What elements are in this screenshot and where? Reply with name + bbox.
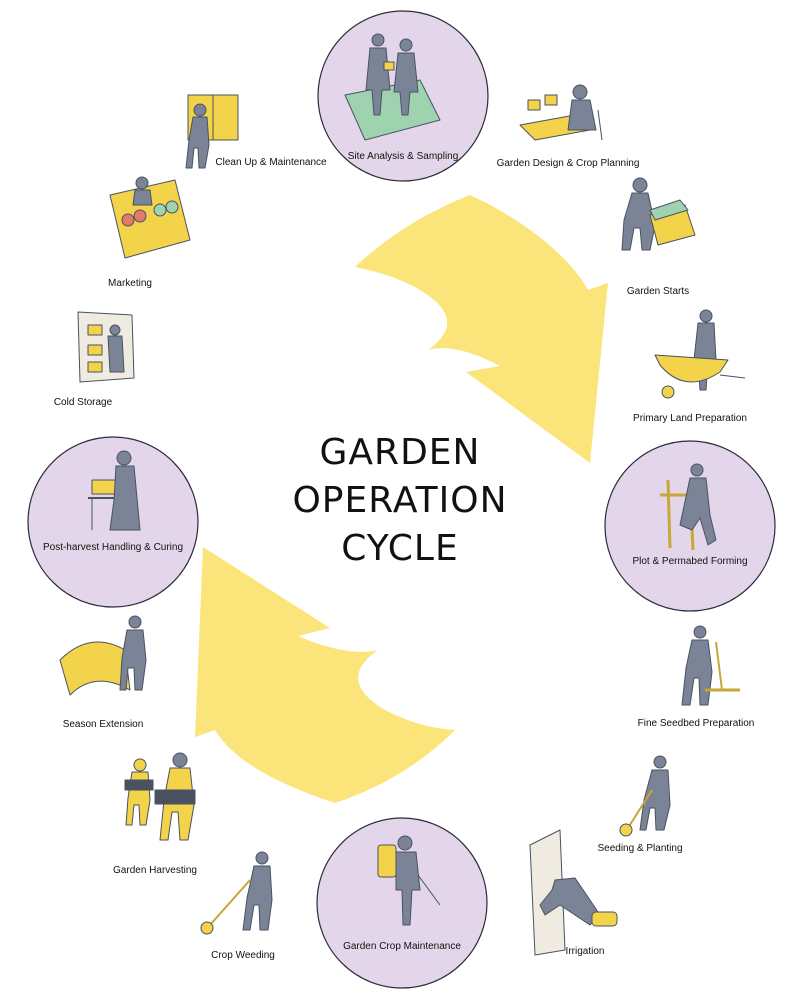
stage-label-garden-starts: Garden Starts <box>626 286 690 297</box>
stage-label-plot-permabed: Plot & Permabed Forming <box>632 556 748 567</box>
wheel-hoe-icon <box>200 851 273 935</box>
stage-label-season-extension: Season Extension <box>62 719 144 730</box>
seed-tray-icon <box>621 177 696 251</box>
broadfork-icon <box>660 463 717 551</box>
title-line-2: OPERATION <box>292 480 508 521</box>
harvest-crates-icon <box>124 752 196 841</box>
title-line-1: GARDEN <box>319 432 481 473</box>
backpack-sprayer-icon <box>377 835 441 926</box>
drip-line-icon <box>529 829 618 956</box>
shed-tools-icon <box>185 94 239 169</box>
stage-label-garden-design: Garden Design & Crop Planning <box>496 158 640 169</box>
stage-label-marketing: Marketing <box>108 278 152 289</box>
two-people-on-map-icon <box>344 33 441 141</box>
wash-table-icon <box>88 450 141 531</box>
stage-label-crop-maintenance: Garden Crop Maintenance <box>343 941 461 952</box>
stage-label-primary-land-prep: Primary Land Preparation <box>633 413 747 424</box>
arrow-top-right <box>355 195 608 463</box>
illustrations <box>59 33 746 956</box>
row-cover-icon <box>59 615 147 696</box>
stage-label-garden-harvesting: Garden Harvesting <box>113 865 197 876</box>
stage-label-crop-weeding: Crop Weeding <box>211 950 275 961</box>
stage-label-fine-seedbed: Fine Seedbed Preparation <box>637 718 755 729</box>
stage-label-site-analysis: Site Analysis & Sampling <box>347 151 459 162</box>
stage-label-seeding-planting: Seeding & Planting <box>597 843 683 854</box>
stage-label-post-harvest: Post-harvest Handling & Curing <box>42 542 184 553</box>
stage-label-cold-storage: Cold Storage <box>53 397 113 408</box>
person-at-desk-icon <box>519 84 603 141</box>
title-line-3: CYCLE <box>341 528 459 569</box>
rake-icon <box>681 625 740 706</box>
seeder-icon <box>619 755 671 837</box>
market-stand-icon <box>109 176 191 259</box>
wheelbarrow-icon <box>654 309 746 399</box>
arrows <box>195 195 608 803</box>
stage-label-irrigation: Irrigation <box>565 946 605 957</box>
stage-label-clean-up: Clean Up & Maintenance <box>215 157 327 168</box>
arrow-bottom-left <box>195 547 455 803</box>
walk-in-cooler-icon <box>77 311 135 383</box>
